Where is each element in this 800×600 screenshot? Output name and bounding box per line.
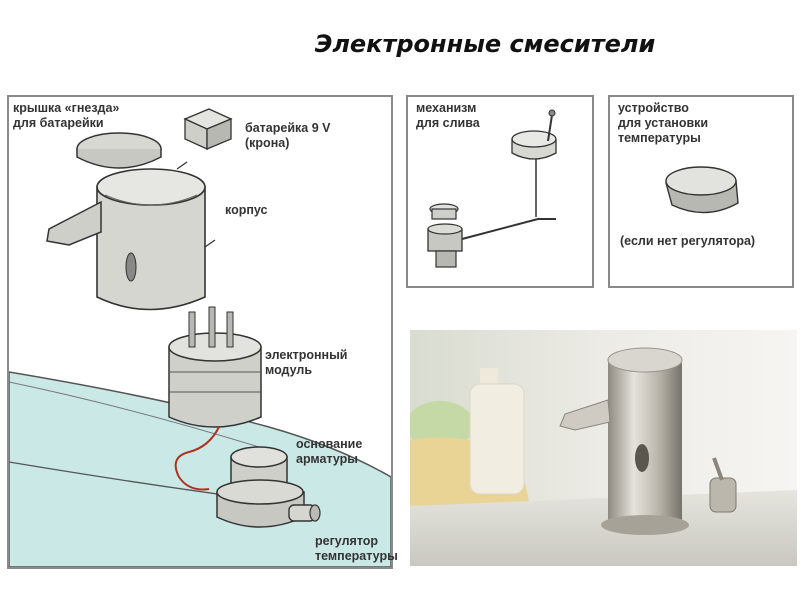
temperature-device-drawing <box>665 166 739 214</box>
drain-plug-part <box>427 203 463 268</box>
electronic-module-part <box>168 306 262 428</box>
faucet-photo <box>410 330 797 566</box>
label-battery: батарейка 9 V (крона) <box>245 121 331 150</box>
drain-mechanism-diagram: механизм для слива <box>406 95 594 288</box>
basin-edge-line-2 <box>9 381 260 448</box>
page-title: Электронные смесители <box>314 30 656 58</box>
faucet-photo-illustration <box>410 330 797 566</box>
label-drain-mechanism: механизм для слива <box>416 101 480 130</box>
temperature-device-diagram: устройство для установки температуры (ес… <box>608 95 794 288</box>
label-temperature-regulator: регулятор температуры <box>315 534 398 563</box>
label-electronic-module: электронный модуль <box>265 348 348 377</box>
drain-mechanism-drawing <box>427 109 557 268</box>
label-battery-cap: крышка «гнезда» для батарейки <box>13 101 120 130</box>
lotion-bottle <box>469 368 525 495</box>
temperature-knob-part <box>665 166 739 214</box>
drain-lever-part <box>511 109 557 160</box>
temperature-regulator-part <box>288 504 321 522</box>
drain-horizontal-rod <box>461 218 539 240</box>
label-body: корпус <box>225 203 268 217</box>
wire-line <box>174 426 220 491</box>
battery-cap-part <box>76 132 162 169</box>
battery-part <box>183 108 233 151</box>
label-fitting-base: основание арматуры <box>296 437 363 466</box>
green-dish <box>410 401 474 449</box>
fitting-base-part <box>216 446 305 528</box>
faucet-exploded-drawing <box>9 108 391 567</box>
label-no-regulator-note: (если нет регулятора) <box>620 234 756 248</box>
faucet-body-part <box>46 161 216 311</box>
main-exploded-diagram: крышка «гнезда» для батарейки батарейка … <box>7 95 398 569</box>
basin-edge-line <box>9 461 240 498</box>
faucet-body-photo <box>559 347 737 535</box>
label-temperature-device: устройство для установки температуры <box>618 101 709 145</box>
